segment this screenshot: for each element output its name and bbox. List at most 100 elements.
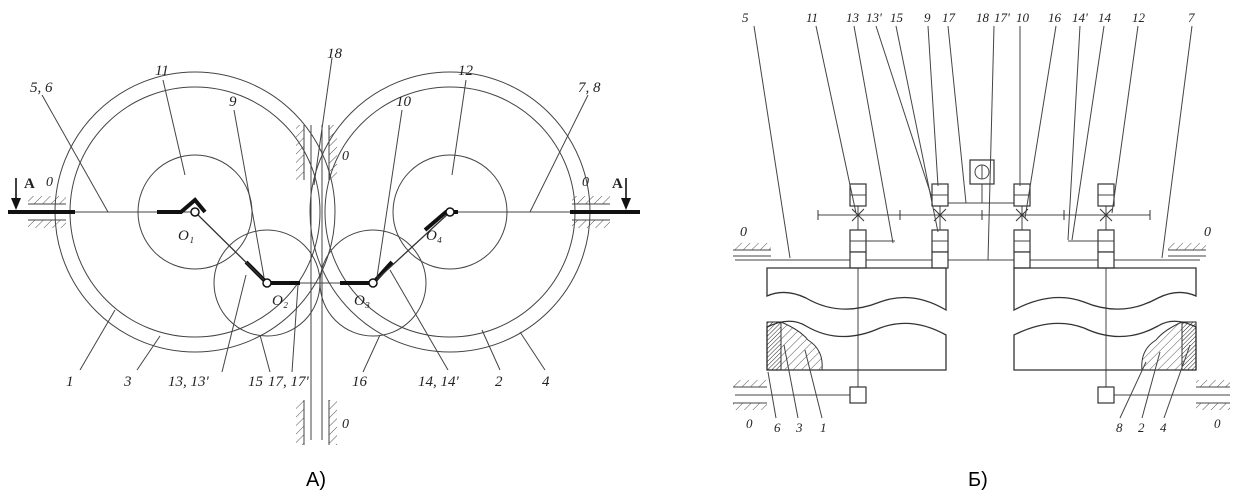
leader-4 — [519, 331, 546, 371]
b-label-0-bottom-left: 0 — [746, 416, 753, 431]
bottom-gear-left — [849, 386, 867, 404]
b-label-10: 10 — [1016, 10, 1030, 25]
label-0-b: 0 — [46, 175, 53, 190]
caption-a: А) — [306, 469, 326, 491]
b-label-14: 14 — [1098, 10, 1112, 25]
pivot-o1 — [190, 207, 200, 217]
b-label-18: 18 — [976, 10, 990, 25]
leader-2 — [481, 329, 501, 371]
b-label-11: 11 — [806, 10, 818, 25]
label-11: 11 — [155, 63, 169, 79]
bearing-hatch-left-bottom — [28, 220, 66, 228]
b-label-8: 8 — [1116, 420, 1123, 435]
label-o3: O₃ — [354, 293, 370, 309]
leader-78 — [529, 94, 589, 213]
label-10: 10 — [396, 94, 412, 110]
guide-hatch-bottom-right — [329, 400, 337, 445]
hopper-right-fill — [1141, 321, 1183, 371]
pivot-o2 — [262, 278, 272, 288]
b-label-13: 13 — [846, 10, 860, 25]
b-label-9: 9 — [924, 10, 931, 25]
bearing-hatch-top-left — [733, 243, 771, 250]
label-18: 18 — [327, 46, 343, 62]
b-label-0-bottom-right: 0 — [1214, 416, 1221, 431]
label-o4: O₄ — [426, 228, 442, 244]
b-label-7: 7 — [1188, 10, 1195, 25]
b-label-6: 6 — [774, 420, 781, 435]
label-3: 3 — [123, 374, 132, 390]
label-o1: O₁ — [178, 228, 194, 244]
label-1717: 17, 17' — [268, 374, 310, 390]
leader-12 — [451, 79, 467, 176]
caption-b: Б) — [968, 469, 988, 491]
b-label-12: 12 — [1132, 10, 1146, 25]
b-label-5: 5 — [742, 10, 749, 25]
bearing-hatch-right-bottom — [572, 220, 610, 228]
top-leaders — [753, 25, 1193, 261]
label-1414: 14, 14' — [418, 374, 460, 390]
crank-o2 — [244, 260, 300, 285]
label-a-right: A — [612, 176, 623, 192]
label-4: 4 — [542, 374, 550, 390]
guide-hatch-top-right — [329, 125, 337, 180]
axle-marks — [817, 208, 1151, 222]
bearing-hatch-left-top — [28, 196, 66, 204]
label-56: 5, 6 — [30, 80, 53, 96]
label-78: 7, 8 — [578, 80, 601, 96]
b-label-0-right: 0 — [1204, 225, 1211, 240]
label-0-a: 0 — [342, 149, 349, 164]
label-15: 15 — [248, 374, 264, 390]
label-2: 2 — [495, 374, 503, 390]
view-b-diagram: 5 11 13 13' 15 9 17 18 17' 10 16 14' 14 … — [733, 10, 1230, 491]
leader-15 — [259, 334, 271, 373]
hopper-left-lower — [766, 320, 947, 371]
label-1: 1 — [66, 374, 74, 390]
b-label-17p: 17' — [994, 10, 1010, 25]
pivot-o4 — [445, 207, 455, 217]
b-label-1: 1 — [820, 420, 827, 435]
leader-11 — [162, 79, 186, 176]
leader-3 — [136, 335, 161, 371]
label-1313: 13, 13' — [168, 374, 210, 390]
label-9: 9 — [229, 94, 237, 110]
b-label-15: 15 — [890, 10, 904, 25]
gear-upper-row — [849, 183, 1115, 207]
link-o1-o2 — [194, 211, 268, 284]
b-label-3: 3 — [795, 420, 803, 435]
leader-1 — [79, 309, 116, 371]
label-0-c: 0 — [582, 175, 589, 190]
b-label-16: 16 — [1048, 10, 1062, 25]
link-o3-o4 — [372, 211, 451, 284]
b-label-4: 4 — [1160, 420, 1167, 435]
b-label-2: 2 — [1138, 420, 1145, 435]
crank-o1 — [157, 197, 207, 214]
b-label-13p: 13' — [866, 10, 882, 25]
pivot-o3 — [368, 278, 378, 288]
leader-1313 — [221, 274, 247, 373]
label-a-left: A — [24, 176, 35, 192]
view-a-diagram: 5, 6 7, 8 11 9 18 10 12 0 0 0 0 A A O₁ O… — [8, 46, 640, 491]
leader-56 — [41, 94, 109, 213]
gear-lower-row — [849, 229, 1115, 269]
b-label-14p: 14' — [1072, 10, 1088, 25]
b-label-0-left: 0 — [740, 225, 747, 240]
label-12: 12 — [458, 63, 474, 79]
leader-18 — [313, 57, 333, 186]
leader-10 — [376, 109, 403, 278]
label-o2: O₂ — [272, 293, 288, 309]
hopper-left-upper — [766, 267, 947, 312]
bearing-hatch-right-top — [572, 196, 610, 204]
bottom-gear-right — [1097, 386, 1115, 404]
guide-hatch-bottom-left — [296, 400, 304, 445]
leader-9 — [233, 109, 265, 278]
hopper-right-upper — [1013, 267, 1197, 312]
hopper-left-fill — [780, 321, 823, 371]
bottom-leaders — [767, 344, 1191, 419]
leader-1414 — [389, 269, 449, 371]
label-16: 16 — [352, 374, 368, 390]
hopper-left-wall — [766, 321, 782, 371]
leader-16 — [362, 334, 381, 373]
guide-hatch-top-left — [296, 125, 304, 180]
b-label-17: 17 — [942, 10, 956, 25]
